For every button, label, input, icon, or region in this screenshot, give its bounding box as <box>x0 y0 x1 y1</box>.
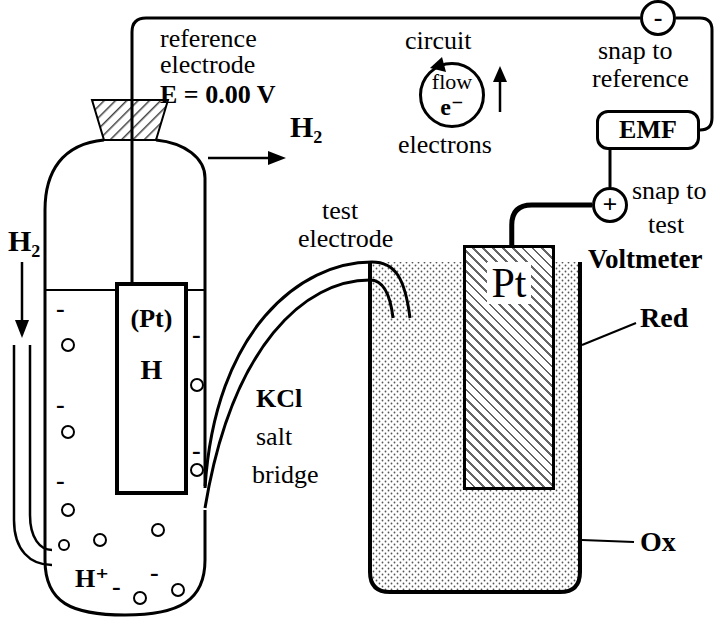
salt-bridge <box>205 280 393 508</box>
instrument-label: Voltmeter <box>588 246 702 273</box>
terminal-circle: + <box>592 187 628 223</box>
terminal-label: reference <box>592 66 689 92</box>
arrowhead <box>268 151 286 165</box>
node-text: e⁻ <box>440 95 463 119</box>
species-label: Red <box>640 304 688 332</box>
salt-bridge-label: bridge <box>252 462 318 488</box>
salt-bridge-label: KCl <box>256 386 302 412</box>
node-text: flow <box>432 71 472 93</box>
charge-sign: - <box>192 438 201 464</box>
flow-circle: flowe⁻ <box>419 62 485 128</box>
bubble <box>134 592 146 604</box>
flow-label: electrons <box>398 132 492 158</box>
bubble <box>59 540 69 550</box>
salt-bridge-label: salt <box>256 424 292 450</box>
test-electrode: Pt <box>463 245 555 490</box>
gas-label: H₂ <box>290 112 322 142</box>
bubble <box>62 426 74 438</box>
node-text: (Pt) <box>131 306 173 332</box>
salt-bridge <box>205 262 410 488</box>
flow-arrow <box>499 80 502 112</box>
circuit-wire <box>512 205 592 245</box>
glass-wall <box>45 140 205 615</box>
arrowhead <box>15 320 29 338</box>
charge-sign: - <box>56 468 65 494</box>
bubble <box>152 524 164 536</box>
node-text: - <box>654 5 663 31</box>
terminal-circle: - <box>640 0 676 36</box>
ion-label: H⁺ <box>75 566 109 592</box>
arrowhead <box>493 66 507 82</box>
leader-line <box>582 323 636 345</box>
circuit-wire <box>609 150 612 187</box>
species-label: Ox <box>640 528 676 556</box>
gas-flow-arrow <box>208 157 270 160</box>
stopper <box>92 100 168 140</box>
node-text: Pt <box>487 262 530 304</box>
bubble <box>172 584 184 596</box>
node-text: H <box>141 356 163 384</box>
electrode-label: test <box>322 198 358 224</box>
gas-label: H₂ <box>8 226 40 256</box>
terminal-label: test <box>648 212 684 238</box>
electrode-label: reference <box>160 26 257 52</box>
voltmeter-box: EMF <box>596 110 700 150</box>
bubble <box>62 504 74 516</box>
gas-inlet-tube <box>14 345 52 565</box>
charge-sign: - <box>56 296 65 322</box>
gas-flow-arrow <box>21 262 24 322</box>
bubble <box>94 534 106 546</box>
charge-sign: - <box>56 392 65 418</box>
node-text: EMF <box>619 117 677 143</box>
leader-line <box>582 540 634 542</box>
terminal-label: snap to <box>598 38 672 64</box>
terminal-label: snap to <box>632 178 706 204</box>
circuit-wire <box>132 18 640 282</box>
gas-inlet-tube <box>30 345 52 550</box>
charge-sign: - <box>150 560 159 586</box>
charge-sign: - <box>112 574 121 600</box>
reference-electrode: (Pt) H <box>115 282 188 495</box>
bubble <box>191 379 203 391</box>
node-text: + <box>603 192 618 218</box>
bubble <box>191 464 203 476</box>
potential-label: E = 0.00 V <box>160 82 275 108</box>
charge-sign: - <box>192 322 201 348</box>
electrode-label: electrode <box>298 226 393 252</box>
bubble <box>62 339 74 351</box>
flow-label: circuit <box>405 28 471 54</box>
electrode-label: electrode <box>160 52 255 78</box>
